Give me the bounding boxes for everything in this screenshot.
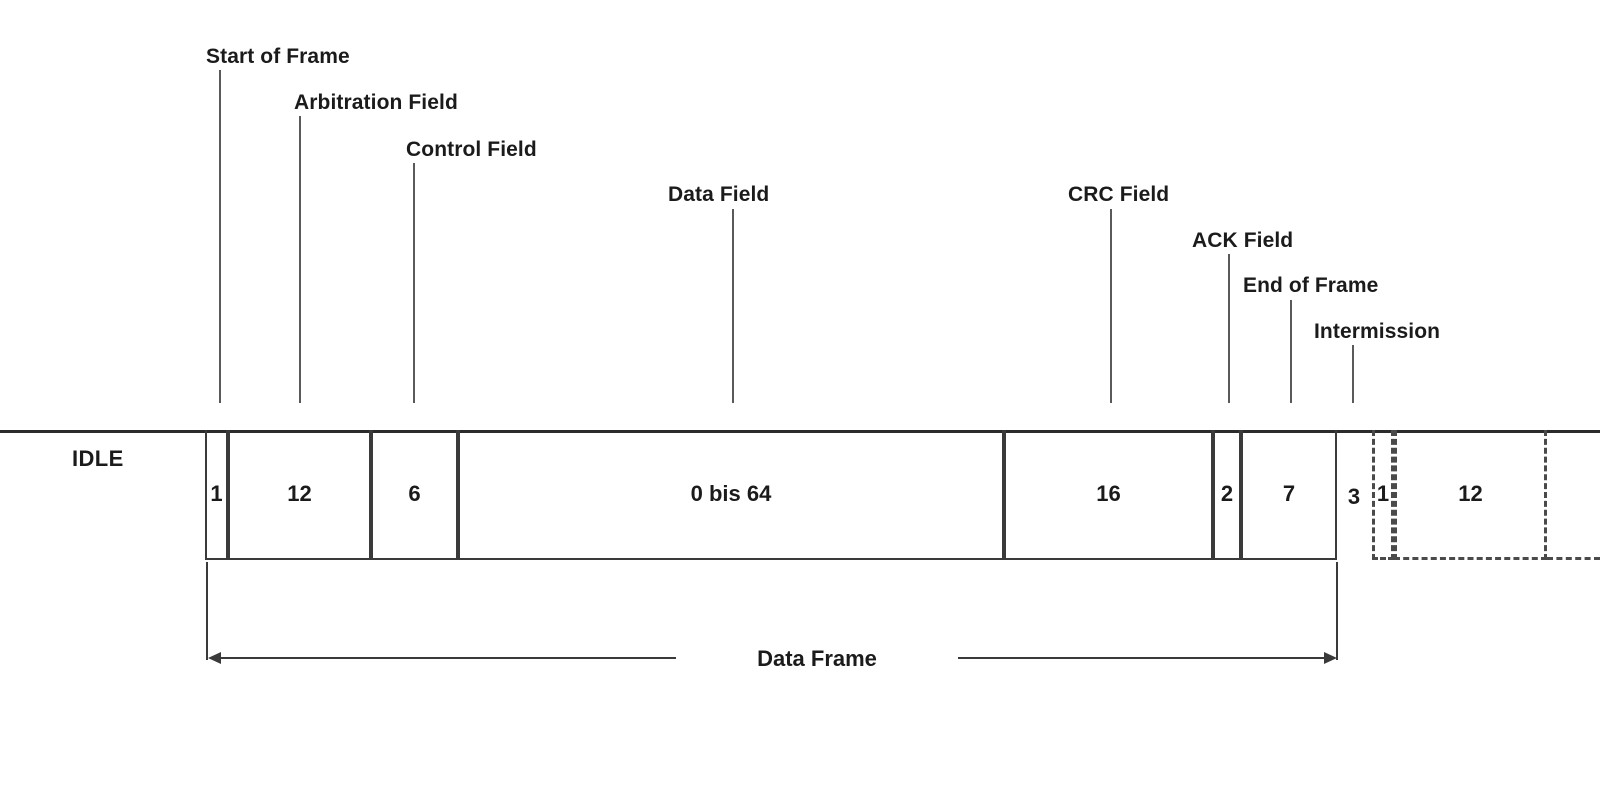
span-arrowhead-right: [1324, 652, 1337, 664]
callout-label-crc-field: CRC Field: [1068, 183, 1170, 206]
span-line-right: [958, 657, 1325, 659]
idle-label: IDLE: [72, 446, 124, 471]
frame-cell-data: 0 bis 64: [458, 430, 1004, 560]
frame-cell-start-of-frame: 1: [205, 430, 228, 560]
cell-value-data: 0 bis 64: [690, 481, 772, 506]
span-line-left: [219, 657, 676, 659]
callout-label-intermission: Intermission: [1314, 320, 1441, 343]
dashed-cell-intermission-bit: 1: [1372, 430, 1394, 560]
frame-cell-end-of-frame: 7: [1241, 430, 1337, 560]
dashed-tail-line: [1547, 557, 1600, 560]
span-stem-right: [1336, 562, 1338, 660]
callout-label-control-field: Control Field: [406, 138, 537, 161]
leader-line-crc-field: [1110, 209, 1112, 403]
leader-line-control-field: [413, 163, 415, 403]
cell-value-crc: 16: [1096, 481, 1121, 506]
callout-label-end-of-frame: End of Frame: [1243, 274, 1379, 297]
cell-value-start-of-frame: 1: [210, 481, 223, 506]
cell-value-control: 6: [408, 481, 421, 506]
callout-label-arbitration-field: Arbitration Field: [294, 91, 458, 114]
leader-line-ack-field: [1228, 254, 1230, 403]
leader-line-data-field: [732, 209, 734, 403]
span-arrowhead-left: [208, 652, 221, 664]
dashed-cell-idle-bits: 12: [1394, 430, 1547, 560]
callout-label-ack-field: ACK Field: [1192, 229, 1294, 252]
cell-value-ack: 2: [1220, 481, 1234, 506]
leader-line-start-of-frame: [219, 70, 221, 403]
span-stem-left: [206, 562, 208, 660]
cell-value-idle-bits: 12: [1458, 480, 1483, 506]
callout-label-start-of-frame: Start of Frame: [206, 45, 350, 68]
cell-value-end-of-frame: 7: [1282, 481, 1296, 506]
leader-line-end-of-frame: [1290, 300, 1292, 403]
cell-value-arbitration: 12: [287, 481, 312, 506]
frame-cell-ack: 2: [1213, 430, 1241, 560]
span-label-data-frame: Data Frame: [757, 646, 877, 671]
frame-cell-arbitration: 12: [228, 430, 371, 560]
leader-line-arbitration-field: [299, 116, 301, 403]
cell-value-intermission-bit: 1: [1376, 480, 1390, 506]
idle-baseline: [0, 430, 1600, 433]
cell-value-intermission-count: 3: [1347, 484, 1361, 509]
leader-line-intermission: [1352, 345, 1354, 403]
frame-cell-crc: 16: [1004, 430, 1213, 560]
callout-label-data-field: Data Field: [668, 183, 770, 206]
frame-cell-control: 6: [371, 430, 458, 560]
